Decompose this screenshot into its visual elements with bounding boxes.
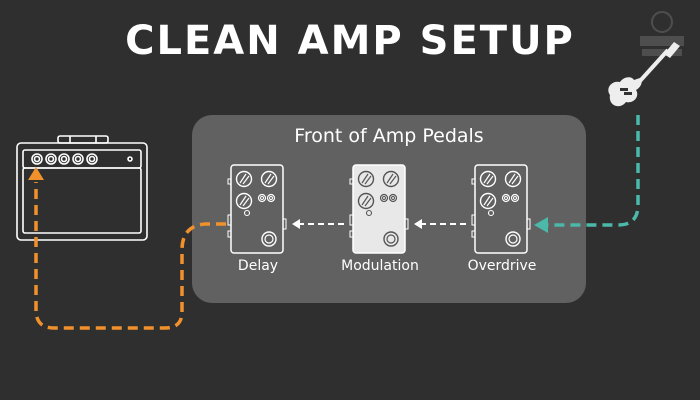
pedal-body [230, 164, 284, 254]
knob-icon [260, 170, 278, 188]
pedal-label-delay: Delay [237, 258, 279, 274]
pedal-cable-od-to-mod [414, 219, 466, 229]
knob-icon [382, 170, 400, 188]
amp-input-arrow-icon [28, 167, 44, 180]
input-arrow-icon [534, 217, 548, 233]
knob-icon [357, 192, 375, 210]
knob-icon [357, 170, 375, 188]
knob-icon [235, 170, 253, 188]
arrow-left-icon [414, 219, 422, 229]
knob-icon [479, 192, 497, 210]
pedal-cable-mod-to-delay [292, 219, 344, 229]
footswitch-icon [505, 231, 521, 247]
arrow-left-icon [292, 219, 300, 229]
knob-icon [479, 170, 497, 188]
amp-cable [28, 167, 226, 330]
pedal-body [352, 164, 406, 254]
pedal-label-overdrive: Overdrive [467, 258, 537, 274]
electric-guitar-icon [608, 42, 680, 107]
footswitch-icon [383, 231, 399, 247]
led-icon [365, 209, 373, 217]
pedal-body [474, 164, 528, 254]
pedal-label-modulation: Modulation [341, 258, 419, 274]
knob-icon [504, 170, 522, 188]
pedal-overdrive[interactable] [471, 164, 531, 254]
pedal-delay[interactable] [227, 164, 287, 254]
page-title: CLEAN AMP SETUP [125, 18, 575, 64]
knob-icon [235, 192, 253, 210]
footswitch-icon [261, 231, 277, 247]
amplifier-icon [16, 135, 148, 241]
watermark-logo [632, 10, 692, 62]
led-icon [487, 209, 495, 217]
panel-title: Front of Amp Pedals [294, 125, 484, 147]
led-icon [243, 209, 251, 217]
guitar-cable [534, 115, 640, 233]
pedal-modulation[interactable] [349, 164, 409, 254]
